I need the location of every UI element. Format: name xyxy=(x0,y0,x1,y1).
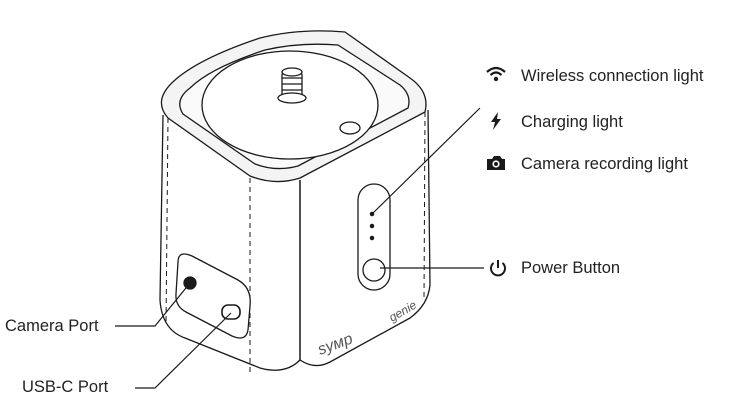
camera-icon xyxy=(485,153,507,173)
lightning-bolt-icon xyxy=(485,111,507,131)
label-charging-light: Charging light xyxy=(521,113,623,131)
label-camera-port: Camera Port xyxy=(5,317,99,335)
label-camera-recording-light: Camera recording light xyxy=(521,155,688,173)
device-body xyxy=(159,30,431,372)
label-power-button: Power Button xyxy=(521,259,621,277)
brand-side-text: genie xyxy=(387,298,420,325)
leader-wireless xyxy=(371,107,481,215)
label-wireless-light: Wireless connection light xyxy=(521,67,704,85)
wifi-icon xyxy=(485,64,507,84)
brand-front-text: syмp xyxy=(316,330,356,358)
leader-usbc-port xyxy=(135,312,232,389)
label-usbc-port: USB-C Port xyxy=(22,378,109,396)
leader-camera-port xyxy=(115,282,191,327)
power-icon xyxy=(487,258,509,278)
leader-lines xyxy=(115,107,484,389)
